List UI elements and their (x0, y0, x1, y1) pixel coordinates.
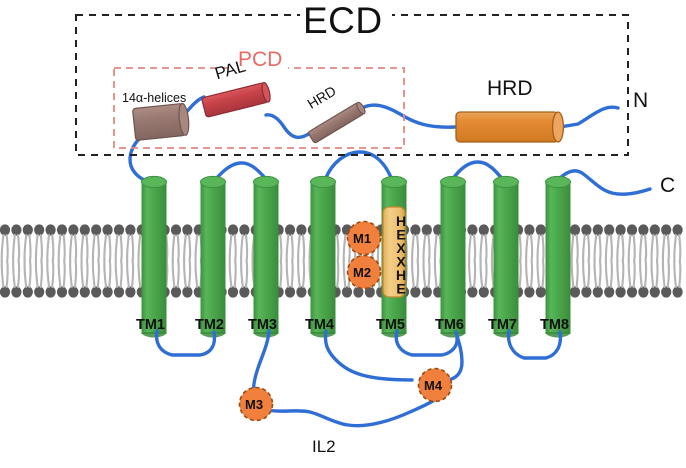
hexxhe-motif-label: HEXXHE (393, 213, 409, 294)
hrd-large-cylinder (455, 111, 565, 143)
m1-label: M1 (353, 231, 372, 246)
lipid-bilayer (0, 223, 684, 299)
tm6-label: TM6 (435, 317, 464, 333)
tm3-label: TM3 (248, 317, 277, 333)
tm3-helix (253, 175, 279, 338)
extracellular-loop-tm6-tm7 (450, 160, 505, 182)
loop-tm1-tm2 (154, 329, 217, 357)
bilayer-outer-leaflet (0, 223, 684, 263)
intracellular-loops (154, 329, 563, 428)
ecd-domain-label: ECD (303, 0, 383, 41)
m1-site-circle (346, 220, 382, 256)
tm8-helix (545, 175, 571, 338)
ecd-linker-smallhrd-to-pal (264, 113, 312, 140)
tm7-label: TM7 (488, 317, 517, 333)
tm4-label: TM4 (305, 317, 334, 333)
tm1-helix (141, 175, 167, 338)
ecd-helix-cylinders (132, 81, 565, 144)
tm2-helix (200, 175, 226, 338)
14alpha-helices-cylinder (132, 102, 190, 141)
n-terminus-label: N (633, 89, 649, 112)
hexxhe-motif-box (382, 206, 406, 298)
tm7-helix (493, 175, 519, 338)
pal-cylinder (201, 81, 271, 118)
loop-tm5-tm6 (394, 329, 459, 357)
loop-tm7-tm8 (506, 329, 563, 360)
loop-m3-to-il2 (266, 392, 446, 428)
n-terminal-chain (558, 105, 620, 129)
m2-label: M2 (353, 265, 372, 280)
extracellular-loop-tm2-tm3 (213, 161, 268, 182)
loop-tm4-down (323, 329, 414, 382)
il2-label: IL2 (312, 437, 336, 456)
tm2-label: TM2 (195, 317, 224, 333)
tm5-label: TM5 (376, 317, 405, 333)
m4-label: M4 (424, 378, 443, 393)
ecd-linker-hrd-to-small-hrd (360, 103, 457, 129)
loop-m4-to-tm5-tm6 (445, 330, 464, 382)
tm4-helix (310, 175, 336, 338)
tm6-helix (440, 175, 466, 338)
pcd-domain-label: PCD (238, 48, 283, 71)
motif-site-circles (238, 220, 453, 422)
pcd-title-backdrop (232, 48, 288, 70)
c-terminal-chain (556, 169, 652, 196)
loop-tm3-to-m3 (251, 329, 271, 397)
14alpha-helices-label: 14α-helices (122, 91, 187, 105)
hrd-small-cylinder (308, 101, 366, 144)
m4-site-circle (417, 367, 453, 403)
m3-label: M3 (245, 397, 264, 412)
tm1-label: TM1 (136, 317, 165, 333)
ecd-chain-to-tm1 (128, 136, 148, 183)
m3-site-circle (238, 386, 274, 422)
bilayer-inner-leaflet (0, 259, 684, 299)
polypeptide-backbone (128, 95, 652, 196)
c-terminus-label: C (660, 174, 676, 197)
extracellular-loop-tm4-tm5 (323, 150, 394, 182)
m2-site-circle (346, 254, 382, 290)
ecd-title-backdrop (300, 0, 392, 34)
hrd-large-label: HRD (487, 77, 533, 100)
tm8-label: TM8 (540, 317, 569, 333)
